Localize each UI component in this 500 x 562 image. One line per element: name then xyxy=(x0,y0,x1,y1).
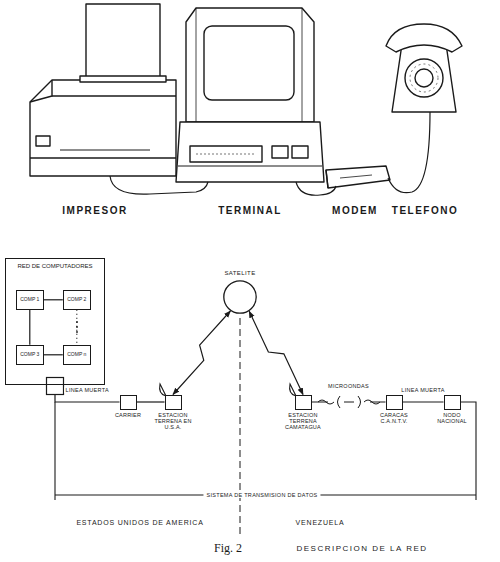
data-line xyxy=(76,310,77,345)
node-label: COMP 1 xyxy=(20,297,39,303)
network-box: RED DE COMPUTADORES COMP 1 COMP 2 COMP 3 COM… xyxy=(5,258,105,385)
node-label: ESTACION TERRENA CAMATAGUA xyxy=(275,412,331,431)
node-label: ESTACION TERRENA EN U.S.A. xyxy=(148,412,198,431)
device-label: TELEFONO xyxy=(392,205,458,216)
radio-link xyxy=(249,311,303,394)
node-label: COMP 2 xyxy=(67,297,86,303)
modem-drawing xyxy=(326,166,390,188)
printer-drawing xyxy=(30,4,176,176)
station-box: ESTACION TERRENA CAMATAGUA xyxy=(295,395,312,410)
data-line xyxy=(403,401,444,402)
cable xyxy=(110,112,430,195)
data-line xyxy=(44,299,63,300)
node-label: NODO NACIONAL xyxy=(434,412,470,425)
diagram-label: VENEZUELA xyxy=(296,519,345,526)
station-box: CARRIER xyxy=(120,395,137,410)
edge-label: LINEA MUERTA xyxy=(400,387,445,393)
circle-outline xyxy=(223,280,257,314)
radio-link xyxy=(173,311,230,394)
bracket-line xyxy=(55,402,476,500)
node-label: CARACAS C.A.N.T.V. xyxy=(372,412,416,425)
device-label: MODEM xyxy=(332,205,378,216)
group-title: RED DE COMPUTADORES xyxy=(17,263,92,270)
figure-caption: DESCRIPCION DE LA RED xyxy=(296,544,427,553)
diagram-label: ESTADOS UNIDOS DE AMERICA xyxy=(76,519,203,526)
node-label: SATELITE xyxy=(224,270,255,277)
data-line xyxy=(29,310,30,345)
diagram-label: SISTEMA DE TRANSMISION DE DATOS xyxy=(203,492,320,498)
edge-label: MICROONDAS xyxy=(327,383,370,389)
station-box: ESTACION TERRENA EN U.S.A. xyxy=(165,395,182,410)
station-box: NODO NACIONAL xyxy=(444,395,461,410)
data-line xyxy=(44,354,63,355)
satellite-circle: SATELITE xyxy=(223,280,257,314)
data-line xyxy=(55,385,120,402)
ellipsis-dots xyxy=(76,321,78,333)
microwave-symbol xyxy=(318,396,380,408)
data-line xyxy=(137,401,165,402)
circle-outline xyxy=(224,281,256,313)
device-label: IMPRESOR xyxy=(62,205,127,216)
computer-box: COMP 1 xyxy=(16,290,44,310)
data-line xyxy=(312,401,386,402)
gateway-box xyxy=(47,378,64,395)
border-line xyxy=(240,318,241,535)
node-label: COMP n xyxy=(67,352,86,358)
node-label: CARRIER xyxy=(111,412,145,418)
telephone-drawing xyxy=(386,24,462,112)
edge-label: LINEA MUERTA xyxy=(65,387,110,393)
diagram-label: Fig. 2 xyxy=(214,541,242,556)
computer-box: COMP 3 xyxy=(16,345,44,365)
computer-box: COMP 2 xyxy=(63,290,91,310)
computer-box: COMP n xyxy=(63,345,91,365)
device-label: TERMINAL xyxy=(218,205,282,216)
station-box: CARACAS C.A.N.T.V. xyxy=(386,395,403,410)
node-label: COMP 3 xyxy=(20,352,39,358)
terminal-drawing xyxy=(176,8,324,182)
